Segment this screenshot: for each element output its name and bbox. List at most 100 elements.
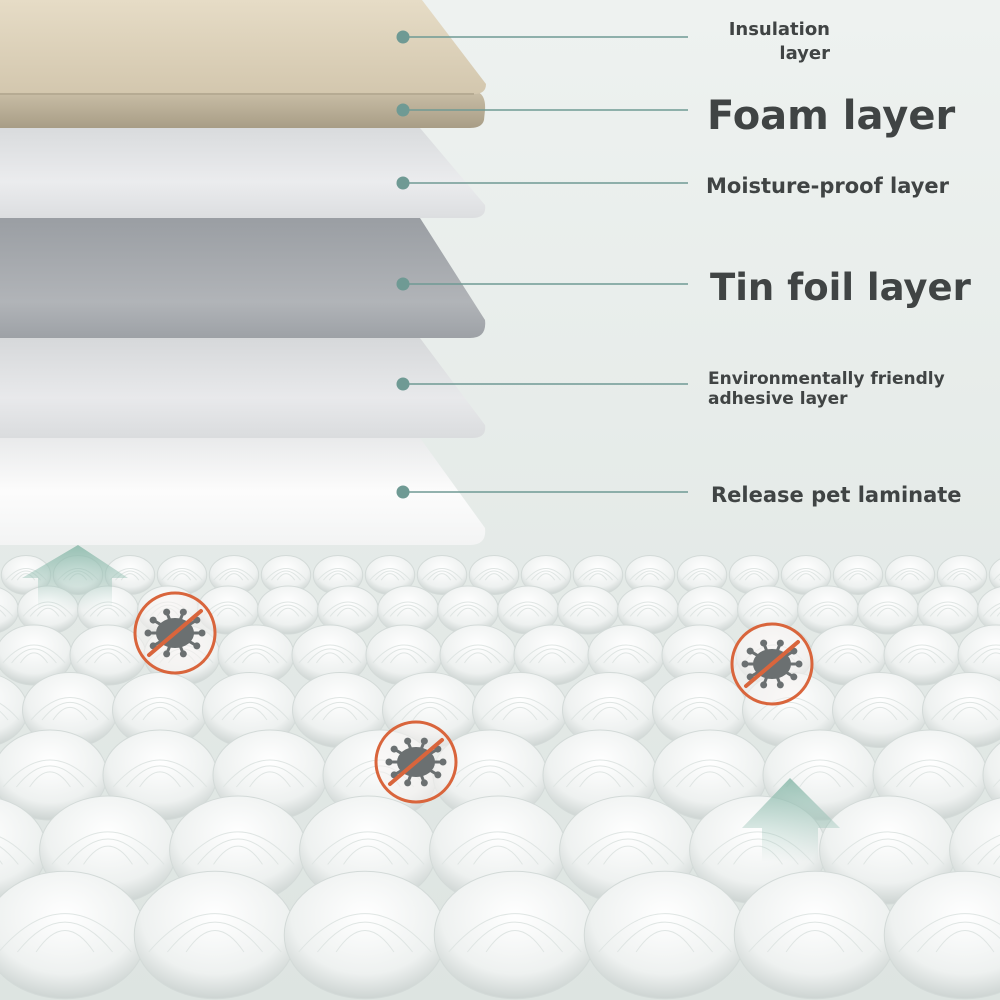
cotton-fiber-streak (791, 570, 821, 581)
virus-spike-tip (790, 673, 798, 681)
no-virus-icon (730, 622, 814, 706)
cotton-fiber-streak (390, 697, 470, 721)
virus-spike-tip (404, 737, 412, 745)
cotton-fiber-streak (85, 648, 131, 664)
cotton-fiber-streak (662, 759, 758, 788)
cotton-fiber-streak (668, 644, 732, 664)
moisture-layer-slab (0, 128, 486, 218)
cotton-fiber-streak (952, 706, 988, 721)
cotton-fiber-streak (682, 706, 718, 721)
cotton-fiber-streak (232, 706, 268, 721)
cotton-fiber-streak (298, 644, 362, 664)
cotton-fiber-streak (692, 573, 712, 581)
cotton-fiber-streak (17, 921, 113, 953)
virus-spike-tip (776, 681, 784, 689)
cotton-fiber-streak (689, 771, 731, 788)
cotton-fiber-streak (687, 570, 717, 581)
cotton-fiber-streak (51, 831, 165, 865)
cotton-fiber-streak (16, 573, 36, 581)
cotton-fiber-streak (848, 573, 868, 581)
cotton-fiber-streak (441, 831, 555, 865)
cotton-fiber-streak (0, 846, 19, 865)
cotton-fiber-streak (322, 706, 358, 721)
cotton-fiber-streak (993, 573, 1000, 581)
cotton-fiber-streak (941, 567, 983, 581)
cotton-fiber-streak (2, 759, 98, 788)
cotton-fiber-streak (907, 652, 937, 664)
cotton-fiber-streak (427, 570, 457, 581)
leader-dot-release (396, 485, 410, 499)
cotton-fiber-streak (323, 570, 353, 581)
cotton-fiber-streak (677, 648, 723, 664)
leader-dot-foam (396, 103, 410, 117)
cotton-fiber-streak (372, 644, 436, 664)
cotton-fiber-streak (76, 644, 140, 664)
cotton-fiber-streak (930, 697, 1000, 721)
cotton-fiber-streak (660, 697, 740, 721)
cotton-fiber-streak (233, 648, 279, 664)
cotton-fiber-streak (2, 644, 66, 664)
cotton-fiber-streak (269, 604, 307, 617)
cotton-fiber-streak (336, 607, 360, 617)
cotton-fiber-streak (685, 652, 715, 664)
virus-spike-tip (439, 758, 447, 766)
cotton-fiber-streak (396, 607, 420, 617)
leader-dot-adhesive (396, 377, 410, 391)
cotton-fiber-streak (382, 601, 434, 617)
cotton-fiber-streak (629, 604, 667, 617)
moisture-proof-layer-label: Moisture-proof layer (706, 174, 950, 198)
cotton-fiber-streak (748, 913, 882, 953)
cotton-fiber-streak (917, 921, 1000, 953)
cotton-fiber-streak (977, 843, 1000, 865)
cotton-fiber-streak (139, 771, 181, 788)
cotton-fiber-streak (375, 570, 405, 581)
cotton-fiber-streak (389, 604, 427, 617)
cotton-fiber-streak (219, 570, 249, 581)
cotton-fiber-streak (41, 702, 99, 721)
cotton-puff (733, 870, 897, 1000)
cotton-puff (283, 870, 447, 1000)
cotton-fiber-streak (484, 573, 504, 581)
cotton-fiber-streak (298, 913, 432, 953)
cotton-puff (433, 870, 597, 1000)
cotton-fiber-streak (935, 930, 995, 953)
cotton-puff (988, 558, 1000, 592)
cotton-fiber-streak (455, 648, 501, 664)
cotton-fiber-streak (843, 570, 873, 581)
cotton-fiber-streak (571, 831, 685, 865)
no-virus-icon (133, 591, 217, 675)
cotton-fiber-streak (594, 644, 658, 664)
cotton-fiber-streak (161, 567, 203, 581)
cotton-fiber-streak (577, 567, 619, 581)
cotton-fiber-background (0, 555, 1000, 1000)
cotton-fiber-streak (566, 765, 634, 788)
cotton-fiber-streak (896, 765, 964, 788)
up-arrow-icon (22, 545, 128, 610)
virus-spike-tip (179, 650, 187, 658)
cotton-puff (883, 870, 1000, 1000)
cotton-fiber-streak (335, 930, 395, 953)
cotton-fiber-streak (343, 845, 393, 865)
cotton-fiber-streak (197, 838, 279, 865)
foam-layer-label: Foam layer (707, 93, 956, 139)
cotton-fiber-streak (537, 652, 567, 664)
cotton-fiber-streak (311, 702, 369, 721)
cotton-fiber-streak (502, 601, 554, 617)
cotton-fiber-streak (531, 570, 561, 581)
cotton-fiber-streak (922, 601, 974, 617)
cotton-fiber-streak (516, 607, 540, 617)
cotton-fiber-streak (327, 838, 409, 865)
cotton-fiber-streak (611, 652, 641, 664)
cotton-fiber-streak (851, 702, 909, 721)
cotton-fiber-streak (473, 845, 523, 865)
cotton-fiber-streak (772, 759, 868, 788)
cotton-fiber-streak (448, 913, 582, 953)
cotton-fiber-streak (898, 913, 1000, 953)
cotton-fiber-streak (936, 607, 960, 617)
adhesive-layer-label: Environmentally friendly adhesive layer (708, 369, 945, 409)
leader-dot-insulation (396, 30, 410, 44)
cotton-fiber-streak (676, 765, 744, 788)
cotton-fiber-streak (772, 706, 808, 721)
cotton-fiber-streak (167, 570, 197, 581)
cotton-fiber-streak (210, 697, 290, 721)
